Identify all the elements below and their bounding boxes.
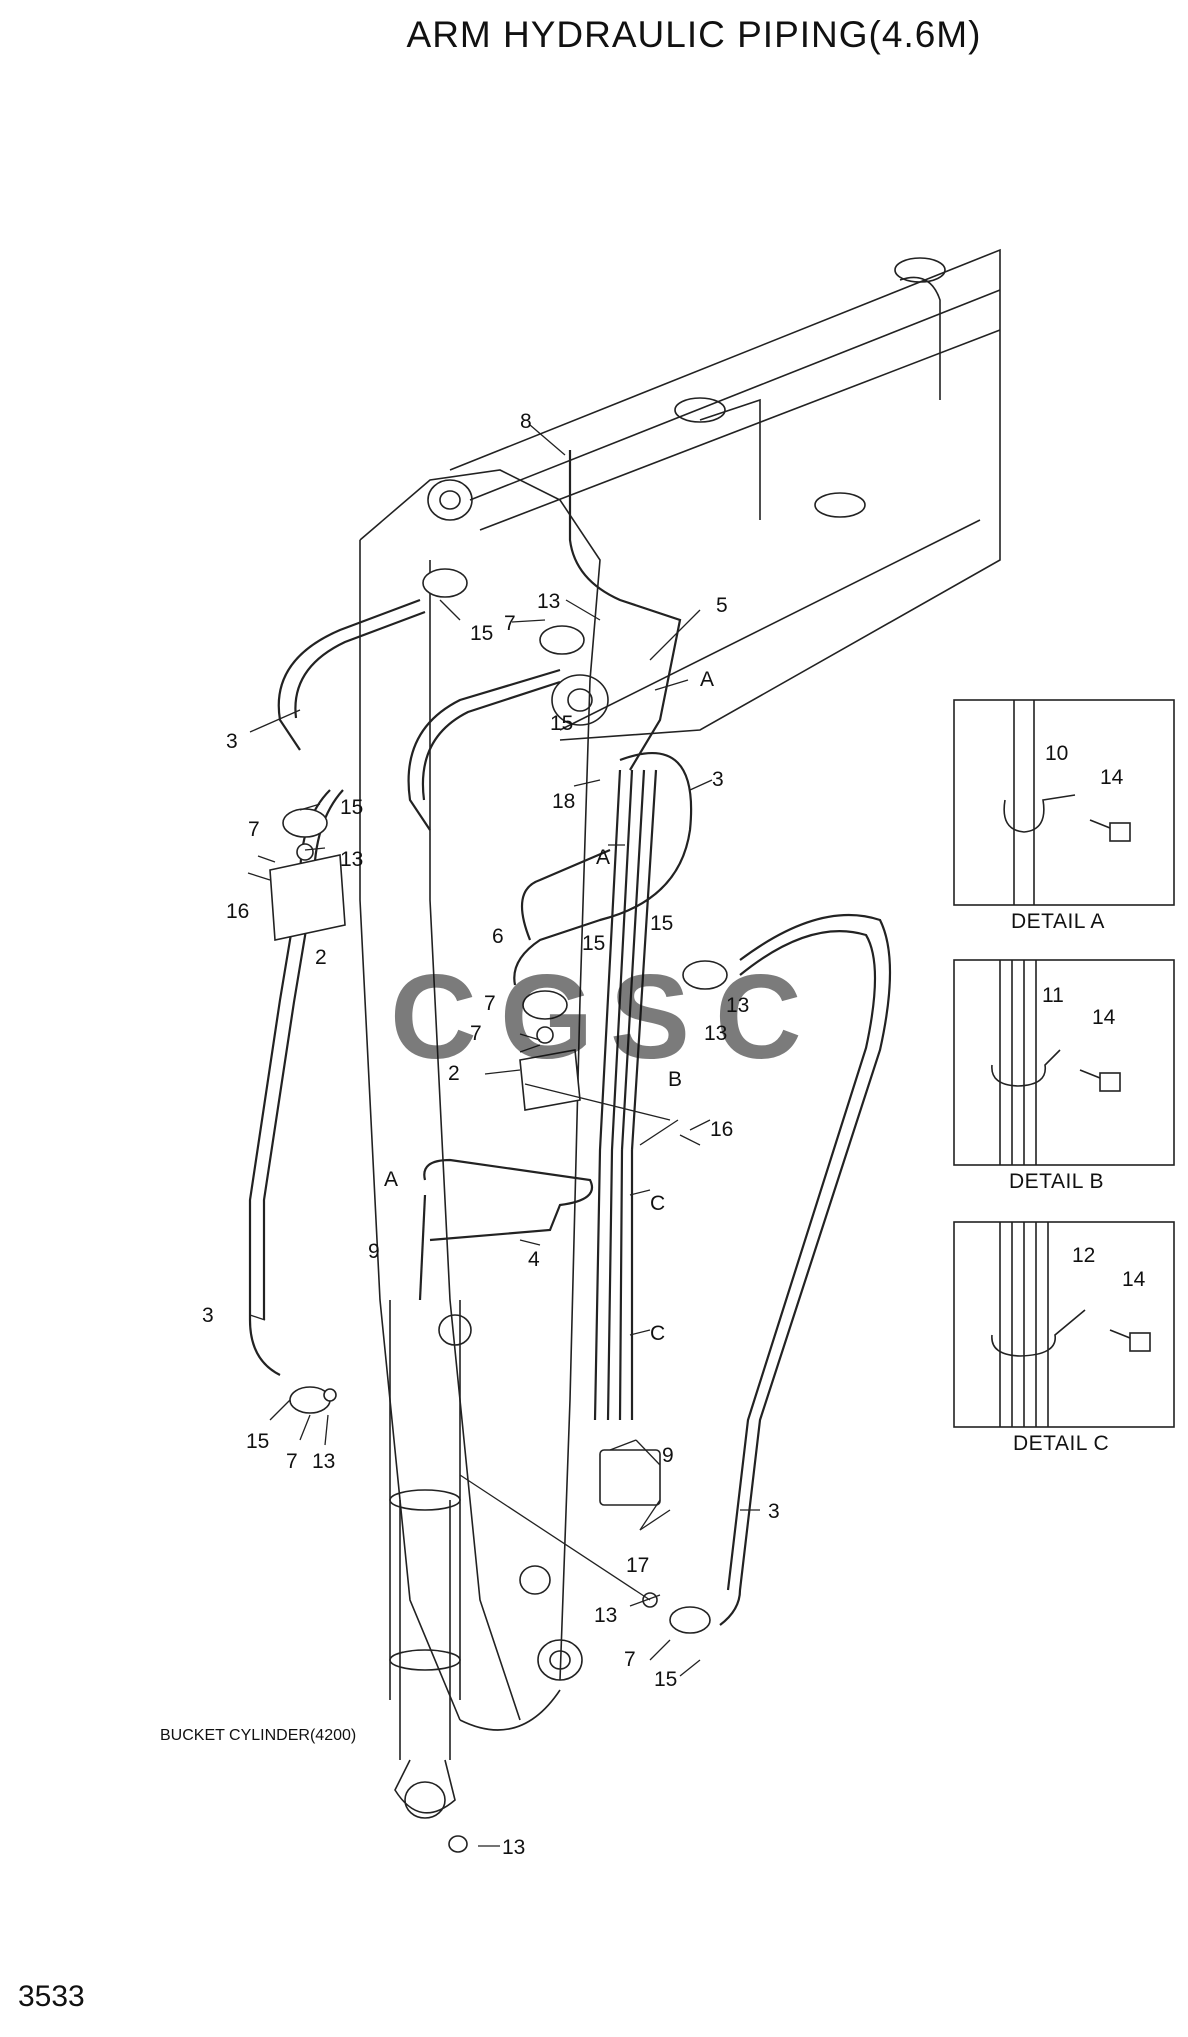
detail-a-label: DETAIL A [1011, 910, 1105, 933]
callout-label: 15 [550, 712, 573, 735]
callout-label: 17 [626, 1554, 649, 1577]
detail-b-panel: 11 14 DETAIL B [953, 959, 1175, 1193]
callout-label: 7 [484, 992, 496, 1015]
callout-label: 15 [650, 912, 673, 935]
callout-label: 3 [226, 730, 238, 753]
detail-c-part: 12 [1072, 1244, 1095, 1267]
callout-label: 13 [704, 1022, 727, 1045]
page-number: 3533 [18, 1980, 85, 2013]
detail-a-bolt: 14 [1100, 766, 1124, 789]
callout-label: 3 [202, 1304, 214, 1327]
detail-a-panel: 10 14 DETAIL A [953, 699, 1175, 933]
callout-label: 7 [286, 1450, 298, 1473]
callout-label: 3 [712, 768, 724, 791]
callout-label: C [650, 1192, 665, 1215]
callout-label: 13 [312, 1450, 335, 1473]
callout-label: 6 [492, 925, 504, 948]
leader-lines [247, 424, 760, 1847]
callout-labels: 8 7 13 15 5 A 3 15 7 15 13 16 2 18 A 3 6… [202, 410, 780, 1859]
callout-label: C [650, 1322, 665, 1345]
detail-c-panel: 12 14 DETAIL C [953, 1221, 1175, 1455]
callout-label: 5 [716, 594, 728, 617]
callout-label: 15 [246, 1430, 269, 1453]
callout-label: 9 [662, 1444, 674, 1467]
fittings [269, 568, 728, 1634]
callout-label: 15 [470, 622, 493, 645]
callout-label: 8 [520, 410, 532, 433]
callout-label: 13 [502, 1836, 525, 1859]
detail-c-label: DETAIL C [1013, 1432, 1109, 1455]
callout-label: A [384, 1168, 398, 1191]
bucket-cylinder-note: BUCKET CYLINDER(4200) [160, 1727, 356, 1744]
detail-a-part: 10 [1045, 742, 1068, 765]
detail-b-label: DETAIL B [1009, 1170, 1104, 1193]
page-title: ARM HYDRAULIC PIPING(4.6M) [406, 14, 982, 55]
callout-label: 3 [768, 1500, 780, 1523]
callout-label: 13 [340, 848, 363, 871]
callout-label: 15 [340, 796, 363, 819]
callout-label: 7 [504, 612, 516, 635]
callout-label: 7 [624, 1648, 636, 1671]
callout-label: 7 [248, 818, 260, 841]
callout-label: 2 [448, 1062, 460, 1085]
watermark: C G S C [390, 950, 802, 1084]
callout-label: B [668, 1068, 682, 1091]
callout-label: A [596, 846, 610, 869]
detail-c-bolt: 14 [1122, 1268, 1146, 1291]
detail-b-part: 11 [1042, 984, 1064, 1007]
callout-label: 15 [582, 932, 605, 955]
watermark-letter: C [715, 950, 802, 1084]
watermark-letter: S [610, 950, 690, 1084]
callout-label: 13 [594, 1604, 617, 1627]
callout-label: 13 [537, 590, 560, 613]
callout-label: 16 [226, 900, 249, 923]
callout-label: 15 [654, 1668, 677, 1691]
callout-label: A [700, 668, 714, 691]
callout-label: 13 [726, 994, 749, 1017]
callout-label: 4 [528, 1248, 540, 1271]
watermark-letter: C [390, 950, 477, 1084]
callout-label: 9 [368, 1240, 380, 1263]
callout-label: 2 [315, 946, 327, 969]
callout-label: 7 [470, 1022, 482, 1045]
arm-structure [359, 248, 1001, 1853]
callout-label: 16 [710, 1118, 733, 1141]
detail-b-bolt: 14 [1092, 1006, 1116, 1029]
watermark-letter: G [500, 950, 593, 1084]
callout-label: 18 [552, 790, 575, 813]
